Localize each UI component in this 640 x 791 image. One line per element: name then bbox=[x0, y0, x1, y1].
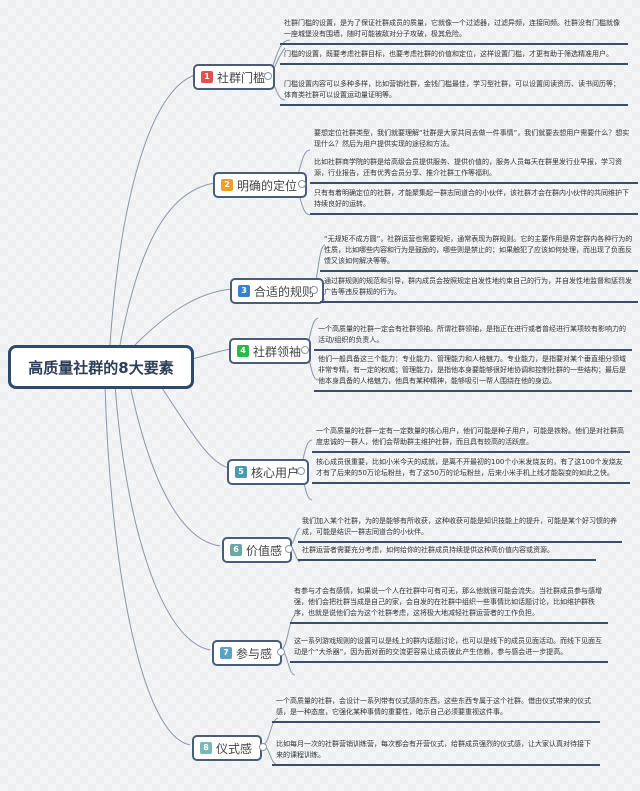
branch-topic-5[interactable]: 5 核心用户 bbox=[227, 459, 310, 485]
collapse-toggle-icon[interactable] bbox=[298, 180, 306, 188]
priority-7-icon: 7 bbox=[220, 647, 232, 659]
note-1-1: 社群门槛的设置，是为了保证社群成员的质量，它就像一个过滤器，过滤异频，连接同频。… bbox=[280, 16, 628, 45]
priority-1-icon: 1 bbox=[201, 71, 213, 83]
collapse-toggle-icon[interactable] bbox=[277, 648, 285, 656]
note-1-2: 门槛的设置，既要考虑社群目标，也要考虑社群的价值和定位，这样设置门槛，才更有助于… bbox=[280, 47, 628, 65]
priority-2-icon: 2 bbox=[221, 179, 233, 191]
note-5-1: 一个高质量的社群一定有一定数量的核心用户，他们可能是种子用户，可能是铁粉。他们是… bbox=[312, 424, 630, 453]
branch-topic-6[interactable]: 6 价值感 bbox=[222, 537, 293, 563]
priority-6-icon: 6 bbox=[230, 544, 242, 556]
note-2-2: 比如社群商学院的群是给高级会员提供服务、提供价值的，服务人员每天在群里发行业早报… bbox=[310, 155, 638, 184]
note-8-1: 一个高质量的社群，会设计一系列带有仪式感的东西，这些东西专属于这个社群。借由仪式… bbox=[272, 694, 600, 723]
branch-topic-4[interactable]: 4 社群领袖 bbox=[229, 338, 312, 364]
branch-label: 参与感 bbox=[236, 646, 273, 661]
note-6-2: 社群运营者需要充分考虑，如何给你的社群成员持续提供这种高价值内容或资源。 bbox=[298, 543, 596, 561]
note-7-2: 这一系列游戏规则的设置可以是线上的群内话题讨论，也可以是线下的成员见面活动。而线… bbox=[290, 634, 608, 663]
branch-label: 社群门槛 bbox=[217, 70, 266, 85]
collapse-toggle-icon[interactable] bbox=[310, 286, 318, 294]
branch-label: 价值感 bbox=[246, 543, 283, 558]
note-7-1: 有参与才会有感情，如果说一个人在社群中可有可无，那么他就很可能会流失。当社群成员… bbox=[290, 584, 608, 624]
branch-label: 社群领袖 bbox=[253, 344, 302, 359]
note-6-1: 我们加入某个社群，为的是能够有所收获，这种收获可能是知识技能上的提升，可能是某个… bbox=[298, 514, 622, 543]
note-4-2: 他们一般具备这三个能力：专业能力、管理能力和人格魅力。专业能力，是指要对某个垂直… bbox=[314, 352, 632, 392]
branch-label: 仪式感 bbox=[216, 741, 253, 756]
collapse-toggle-icon[interactable] bbox=[264, 72, 272, 80]
note-2-1: 要想定位社群类型，我们就要理解“社群是大家共同去做一件事情”，我们就要去想用户需… bbox=[314, 129, 630, 148]
branch-topic-7[interactable]: 7 参与感 bbox=[212, 640, 283, 666]
root-topic[interactable]: 高质量社群的8大要素 bbox=[8, 345, 194, 389]
branch-label: 合适的规则 bbox=[254, 284, 315, 299]
note-1-3: 门槛设置内容可以多种多样，比如营销社群，金钱门槛最佳，学习型社群，可以设置阅读资… bbox=[280, 77, 628, 106]
collapse-toggle-icon[interactable] bbox=[259, 743, 267, 751]
branch-label: 核心用户 bbox=[251, 465, 300, 480]
priority-3-icon: 3 bbox=[238, 285, 250, 297]
branch-label: 明确的定位 bbox=[237, 178, 298, 193]
branch-topic-2[interactable]: 2 明确的定位 bbox=[213, 172, 308, 198]
branch-topic-1[interactable]: 1 社群门槛 bbox=[193, 64, 276, 90]
note-2-3: 只有有着明确定位的社群，才能聚集起一群志同道合的小伙伴，该社群才会在群内小伙伴的… bbox=[310, 186, 638, 215]
priority-5-icon: 5 bbox=[235, 466, 247, 478]
branch-topic-3[interactable]: 3 合适的规则 bbox=[230, 278, 325, 304]
note-5-2: 核心成员很重要，比如小米今天的成就，是离不开最初的100个小米发烧友的，有了这1… bbox=[312, 455, 630, 484]
note-3-2: 通过群规则的规范和引导，群内成员会按照规定自发性地约束自己的行为，并自发性地监督… bbox=[320, 274, 638, 303]
note-8-2: 比如每月一次的社群营销训练营，每次都会有开营仪式，给群成员强烈的仪式感，让大家认… bbox=[272, 737, 600, 766]
priority-4-icon: 4 bbox=[237, 345, 249, 357]
priority-8-icon: 8 bbox=[200, 742, 212, 754]
collapse-toggle-icon[interactable] bbox=[285, 545, 293, 553]
collapse-toggle-icon[interactable] bbox=[297, 467, 305, 475]
note-4-1: 一个高质量的社群一定会有社群领袖。所谓社群领袖，是指正在进行或者曾经进行某项较有… bbox=[314, 322, 632, 351]
note-3-1: “无规矩不成方圆”，社群运营也需要规矩，通常表现为群规则。它的主要作用是界定群内… bbox=[320, 232, 638, 272]
branch-topic-8[interactable]: 8 仪式感 bbox=[192, 735, 263, 761]
collapse-toggle-icon[interactable] bbox=[301, 346, 309, 354]
